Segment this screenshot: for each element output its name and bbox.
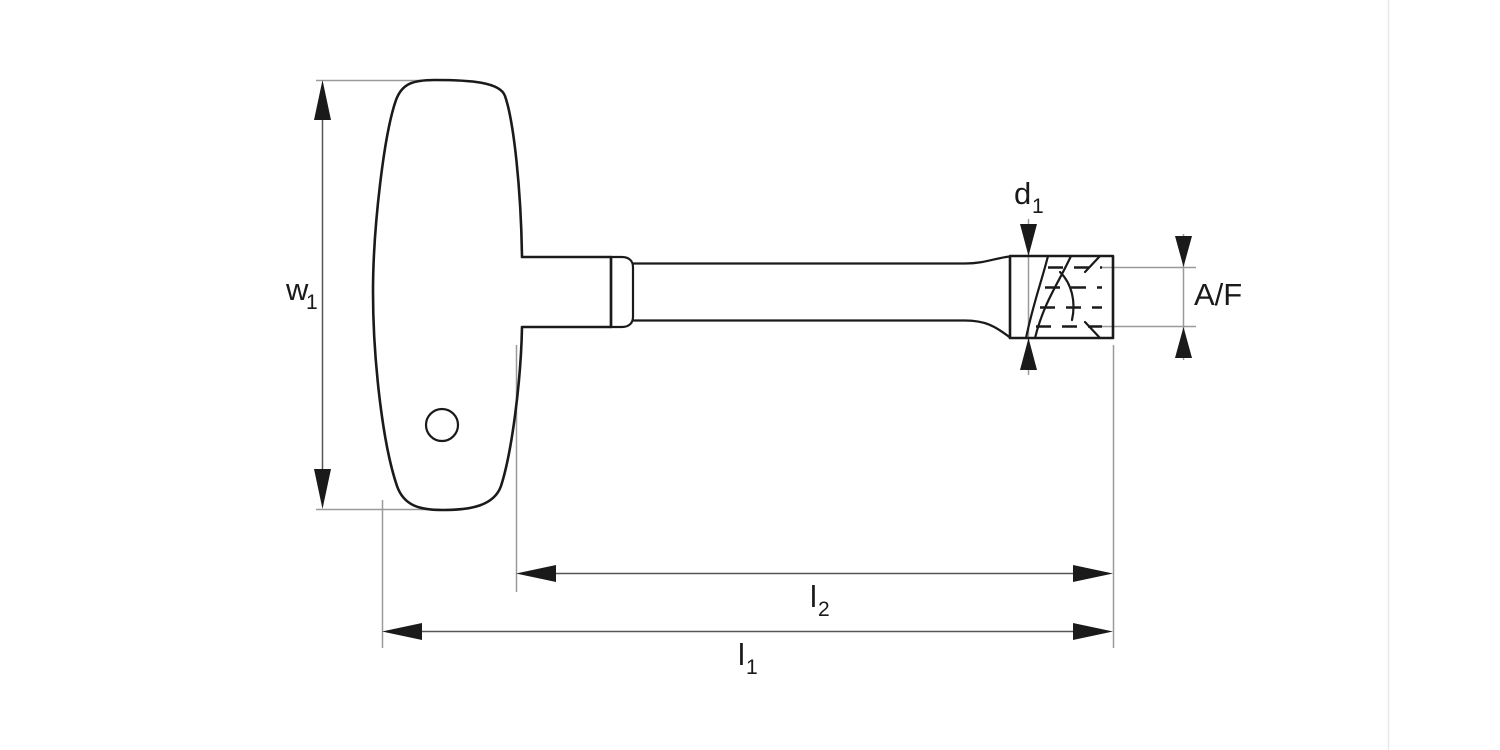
shaft-upper-edge	[631, 255, 1012, 265]
dim-label-d1-subscript: 1	[1032, 195, 1044, 218]
handle-grip-outline	[371, 78, 613, 512]
arrow-l2-left	[516, 565, 556, 582]
tool-outline-group	[371, 78, 1115, 512]
dim-label-l1: l	[738, 637, 745, 672]
arrow-w1-top	[314, 80, 331, 120]
arrow-l2-right	[1073, 565, 1113, 582]
dim-label-d1: d	[1014, 176, 1031, 211]
dimension-l1: l 1	[382, 623, 1113, 679]
dimension-l2: l 2	[516, 565, 1113, 621]
dim-label-w1: w	[285, 272, 309, 307]
arrow-d1-bottom	[1020, 338, 1037, 370]
arrow-l1-right	[1073, 623, 1113, 640]
hex-bore-curve-mid	[1033, 254, 1073, 340]
arrow-w1-bottom	[314, 469, 331, 509]
arrow-d1-top	[1020, 224, 1037, 256]
hex-bore-chamfer-bottom	[1083, 320, 1102, 340]
socket-block-outline	[1008, 254, 1115, 340]
arrow-af-bottom	[1175, 327, 1192, 358]
dimension-w1: w 1	[285, 80, 331, 509]
arrow-af-top	[1175, 236, 1192, 267]
handle-collar-outline	[609, 255, 635, 329]
dimension-af: A/F	[1175, 236, 1242, 358]
dim-label-l2: l	[810, 579, 817, 614]
dim-label-w1-subscript: 1	[306, 291, 318, 314]
extension-lines	[316, 79, 1196, 648]
shaft-lower-edge	[631, 319, 1012, 339]
dimension-d1: d 1	[1014, 176, 1044, 370]
hex-bore-curve-left	[1024, 254, 1050, 340]
arrow-l1-left	[382, 623, 422, 640]
hex-bore-curve-right	[1058, 270, 1075, 322]
hang-hole-circle	[424, 407, 460, 443]
dim-label-af: A/F	[1194, 277, 1242, 312]
dim-label-l1-subscript: 1	[746, 656, 758, 679]
dim-label-l2-subscript: 2	[818, 598, 830, 621]
hex-bore-chamfer-top	[1083, 254, 1102, 274]
